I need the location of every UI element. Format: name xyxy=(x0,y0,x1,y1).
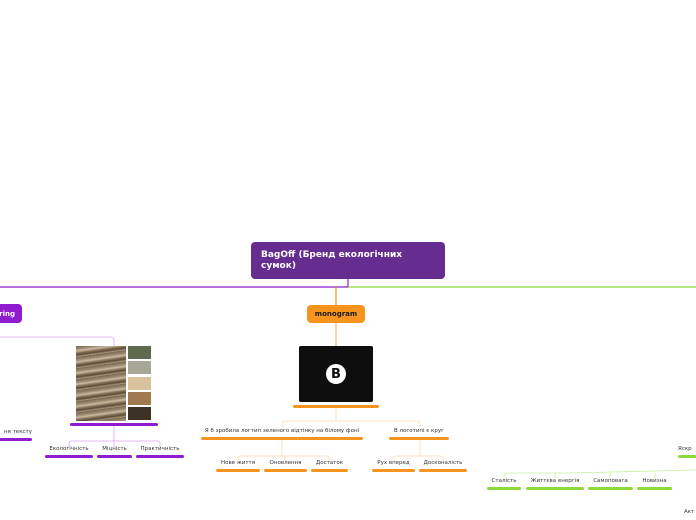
root-topic[interactable]: BagOff (Бренд екологічних сумок) xyxy=(251,242,445,279)
leaf-sustainability-label: Сталість xyxy=(491,478,517,484)
leaf-underline xyxy=(588,487,633,490)
leaf-ecology-label: Екологічність xyxy=(49,446,89,452)
palette-underline xyxy=(70,423,158,426)
leaf-underline xyxy=(487,487,521,490)
connector-child-a-leaves xyxy=(237,440,330,461)
leaf-life-energy[interactable]: Життєва енергія xyxy=(526,478,584,490)
topic-coloring[interactable]: ring xyxy=(0,304,22,323)
leaf-underline xyxy=(201,437,363,440)
wood-sticks-image xyxy=(76,346,126,421)
palette-swatch-5 xyxy=(128,407,151,420)
connector-palette-children xyxy=(68,426,161,447)
leaf-perfection-label: Досконалість xyxy=(423,460,463,466)
connector-child-b-leaves xyxy=(392,440,444,461)
leaf-underline xyxy=(311,469,348,472)
subtopic-circle-logo[interactable]: В логотипі є круг xyxy=(389,428,449,440)
color-palette-image xyxy=(76,346,152,421)
leaf-text-partial-label: ня тексту xyxy=(3,429,32,435)
logo-circle-icon: B xyxy=(326,364,346,384)
leaf-strength[interactable]: Міцність xyxy=(97,446,132,458)
corner-text-partial[interactable]: Акт xyxy=(684,509,696,515)
palette-swatch-2 xyxy=(128,361,151,374)
palette-swatch-3 xyxy=(128,377,151,390)
topic-monogram-label: monogram xyxy=(314,310,358,318)
logo-glyph: B xyxy=(331,366,341,382)
corner-text-partial-label: Акт xyxy=(684,509,695,515)
leaf-renewal[interactable]: Оновлення xyxy=(264,460,307,472)
leaf-self-respect[interactable]: Самоповага xyxy=(588,478,633,490)
leaf-underline xyxy=(372,469,415,472)
leaf-practicality[interactable]: Практичність xyxy=(136,446,184,458)
subtopic-bright-partial-label: Яскр xyxy=(678,446,692,452)
palette-swatch-4 xyxy=(128,392,151,405)
leaf-new-life[interactable]: Нове життя xyxy=(216,460,260,472)
connector-coloring-palette xyxy=(0,336,115,346)
leaf-underline xyxy=(419,469,467,472)
leaf-underline xyxy=(264,469,307,472)
leaf-forward[interactable]: Рух вперед xyxy=(372,460,415,472)
leaf-practicality-label: Практичність xyxy=(140,446,180,452)
logo-image: B xyxy=(299,346,373,402)
leaf-ecology[interactable]: Екологічність xyxy=(45,446,93,458)
subtopic-green-logo[interactable]: Я б зробила логтип зеленого відтінку на … xyxy=(201,428,363,440)
leaf-underline xyxy=(97,455,132,458)
root-title: BagOff (Бренд екологічних сумок) xyxy=(261,250,403,271)
leaf-underline xyxy=(637,487,672,490)
leaf-underline xyxy=(678,455,696,458)
leaf-novelty-label: Новизна xyxy=(642,478,667,484)
leaf-novelty[interactable]: Новизна xyxy=(637,478,672,490)
topic-monogram[interactable]: monogram xyxy=(307,305,365,323)
leaf-new-life-label: Нове життя xyxy=(220,460,256,466)
connector-root-coloring xyxy=(0,279,349,288)
leaf-abundance-label: Достаток xyxy=(315,460,344,466)
subtopic-green-logo-label: Я б зробила логтип зеленого відтінку на … xyxy=(204,428,360,434)
leaf-text-partial[interactable]: ня тексту xyxy=(0,429,32,441)
subtopic-circle-logo-label: В логотипі є круг xyxy=(393,428,445,434)
connector-logo-children xyxy=(281,408,421,428)
leaf-sustainability[interactable]: Сталість xyxy=(487,478,521,490)
leaf-strength-label: Міцність xyxy=(102,446,127,452)
leaf-forward-label: Рух вперед xyxy=(377,460,410,466)
connector-right-children xyxy=(503,469,696,478)
leaf-underline xyxy=(136,455,184,458)
leaf-renewal-label: Оновлення xyxy=(269,460,302,466)
leaf-abundance[interactable]: Достаток xyxy=(311,460,348,472)
leaf-underline xyxy=(389,437,449,440)
palette-swatch-1 xyxy=(128,346,151,359)
leaf-underline xyxy=(0,438,32,441)
subtopic-bright-partial[interactable]: Яскр xyxy=(678,446,696,458)
leaf-underline xyxy=(216,469,260,472)
leaf-underline xyxy=(45,455,93,458)
leaf-life-energy-label: Життєва енергія xyxy=(530,478,580,484)
topic-coloring-label: ring xyxy=(0,309,15,318)
leaf-perfection[interactable]: Досконалість xyxy=(419,460,467,472)
logo-underline xyxy=(293,405,379,408)
leaf-self-respect-label: Самоповага xyxy=(593,478,628,484)
leaf-underline xyxy=(526,487,584,490)
